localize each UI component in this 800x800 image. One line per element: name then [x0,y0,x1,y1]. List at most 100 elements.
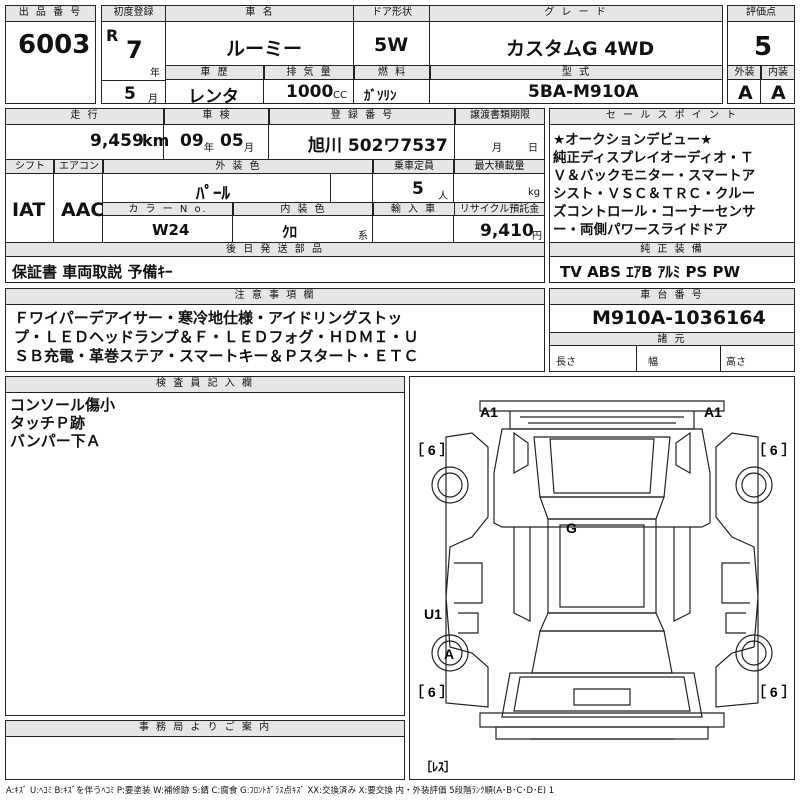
chassis-label: 車 台 番 号 [550,289,794,305]
inspector-box: 検 査 員 記 入 欄 コンソール傷小 タッチＰ跡 バンパー下Ａ [5,376,405,716]
std-equipment: TV ABS ｴｱB ｱﾙﾐ PS PW [560,263,741,281]
insp-month: 05 [220,131,244,151]
int-color-label: 内 装 色 [233,203,373,216]
sales-point-line: ー・両側パワースライドドア [553,222,728,238]
ext-color-label: 外 装 色 [103,160,373,174]
score-box: 評価点 5 外装 内装 A A [727,5,795,104]
office-box: 事 務 局 よ り ご 案 内 [5,720,405,780]
mark-a1-left: A1 [480,404,498,420]
first-reg-box: 初度登録 R 7 年 5 月 [101,5,166,105]
width-label: 幅 [648,357,658,368]
length-label: 長さ [556,357,576,368]
reg-no: 旭川 502ワ7537 [308,136,448,156]
recycle: 9,410 [480,221,534,241]
transfer-month-unit: 月 [492,143,502,154]
car-name-label: 車 名 [166,6,354,22]
dims-label: 諸 元 [550,333,794,346]
mark-six-bl: ［ 6 ］ [410,684,454,700]
car-info-box: 車 名 ドア形状 グ レ ー ド ルーミー 5W カスタムG 4WD 車 歴 排… [165,5,723,107]
shift: IAT [12,199,46,221]
mark-a: A [444,646,454,662]
vehicle-details-box: 走 行 車 検 登 録 番 号 譲渡書類期限 9,459 km 09 年 05 … [5,108,545,283]
ext-color: ﾊﾟｰﾙ [196,184,230,204]
inspector-notes: コンソール傷小 タッチＰ跡 バンパー下Ａ [10,396,115,450]
sales-point-line: ズコントロール・コーナーセンサ [553,204,756,220]
sales-point-line: 純正ディスプレイオーディオ・Ｔ [553,150,754,166]
std-equipment-label: 純 正 装 備 [550,243,794,257]
capacity: 5 [412,179,424,199]
mark-g: G [566,520,577,536]
recycle-label: リサイクル預託金 [454,203,544,216]
inspector-label: 検 査 員 記 入 欄 [6,377,404,393]
notes-line: プ・ＬＥＤヘッドランプ＆Ｆ・ＬＥＤフォグ・ＨＤＭＩ・Ｕ [14,328,419,346]
fuel-label: 燃 料 [354,66,430,80]
door-type: 5W [374,34,409,56]
notes-label: 注 意 事 項 欄 [6,289,544,305]
load-unit: kg [528,187,541,198]
score-label: 評価点 [728,6,794,22]
notes-line: ＳＢ充電・革巻ステア・スマートキー＆Ｐスタート・ＥＴＣ [14,347,419,365]
capacity-unit: 人 [438,191,448,202]
model-code: 5BA-M910A [528,82,639,102]
first-reg-label: 初度登録 [102,6,165,22]
mark-six-tr: ［ 6 ］ [752,442,794,458]
history-label: 車 歴 [166,66,264,80]
sales-points-label: セ ー ル ス ポ イ ン ト [550,109,794,125]
max-load-label: 最大積載量 [454,160,544,174]
month-unit: 月 [148,94,158,105]
transfer-doc-label: 譲渡書類期限 [455,109,544,125]
color-no-label: カ ラ ー N o. [103,203,233,216]
exterior-label: 外装 [728,66,761,80]
lot-no: 6003 [18,30,91,60]
sales-point-line: シスト・ＶＳＣ＆ＴＲＣ・クルー [553,186,756,202]
displacement-label: 排 気 量 [264,66,354,80]
reg-no-label: 登 録 番 号 [269,109,455,125]
aircon-label: エアコン [54,160,103,174]
year-unit: 年 [150,68,160,79]
fuel: ｶﾞｿﾘﾝ [364,89,397,104]
sales-points-box: セ ー ル ス ポ イ ン ト ★オークションデビュー★ 純正ディスプレイオーデ… [549,108,795,283]
mark-res: ［ﾚｽ］ [420,759,456,774]
km-unit: km [142,131,170,150]
color-no: W24 [152,221,190,239]
capacity-label: 乗車定員 [373,160,454,174]
car-name: ルーミー [226,38,303,60]
interior-grade: A [771,82,786,104]
model-code-label: 型 式 [430,66,722,80]
mark-u1: U1 [424,606,442,622]
notes-box: 注 意 事 項 欄 Ｆワイパーデアイサー・寒冷地仕様・アイドリングストッ プ・Ｌ… [5,288,545,372]
insp-year: 09 [180,131,204,151]
history: レンタ [188,87,239,107]
score: 5 [754,32,773,62]
exterior-grade: A [738,82,753,104]
sales-point-line: Ｖ＆バックモニター・スマートア [553,168,756,184]
mileage: 9,459 [90,131,144,151]
int-color: ｸﾛ [282,223,298,241]
reg-month: 5 [124,84,136,104]
mark-a1-right: A1 [704,404,722,420]
grade-label: グ レ ー ド [430,6,722,22]
import-label: 輸 入 車 [373,203,454,216]
inspector-note: バンパー下Ａ [10,432,101,450]
sales-point-line: ★オークションデビュー★ [553,132,713,148]
inspection-label: 車 検 [164,109,269,125]
aircon: AAC [61,199,105,221]
displacement: 1000 [286,82,334,102]
insp-month-unit: 月 [244,143,254,154]
grade: カスタムG 4WD [506,38,655,60]
cc-unit: CC [333,90,347,101]
yen-unit: 円 [532,231,542,242]
mileage-label: 走 行 [6,109,164,125]
sales-points-text: ★オークションデビュー★ 純正ディスプレイオーディオ・Ｔ Ｖ＆バックモニター・ス… [553,131,793,239]
lot-no-box: 出 品 番 号 6003 [5,5,96,104]
accessories: 保証書 車両取説 予備ｷｰ [12,263,173,281]
height-label: 高さ [726,357,746,368]
int-unit: 系 [358,231,368,242]
inspector-note: コンソール傷小 [10,396,116,414]
transfer-day-unit: 日 [528,143,538,154]
accessories-label: 後 日 発 送 部 品 [6,243,544,257]
legend: A:ｷｽﾞ U:ﾍｺﾐ B:ｷｽﾞを伴うﾍｺﾐ P:要塗装 W:補修跡 S:錆 … [6,786,555,796]
era: R [106,26,119,45]
insp-year-unit: 年 [204,143,214,154]
mark-six-br: ［ 6 ］ [752,684,794,700]
